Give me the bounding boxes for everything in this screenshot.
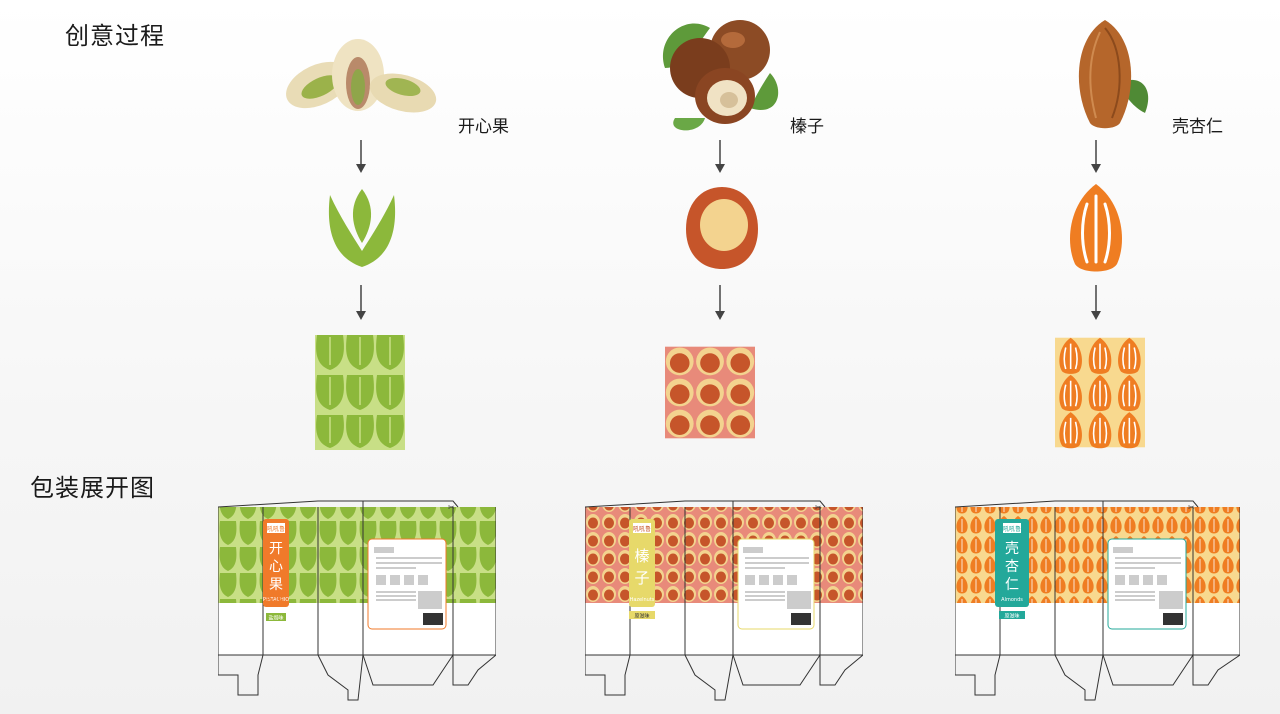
arrow-down-icon xyxy=(356,140,366,173)
svg-text:开: 开 xyxy=(269,541,283,557)
almond-photo xyxy=(1078,20,1149,129)
arrow-down-icon xyxy=(715,285,725,320)
heading-creative-process: 创意过程 xyxy=(65,22,165,50)
arrow-down-icon xyxy=(1091,285,1101,320)
svg-text:榛: 榛 xyxy=(634,547,649,565)
pistachio-pattern-tile xyxy=(315,335,405,450)
almond-pattern-tile xyxy=(1055,336,1145,450)
svg-text:心: 心 xyxy=(269,559,283,575)
svg-text:原滋味: 原滋味 xyxy=(1004,613,1019,620)
pistachio-motif-icon xyxy=(328,189,396,267)
arrow-down-icon xyxy=(715,140,725,173)
svg-text:盐焗味: 盐焗味 xyxy=(268,615,283,622)
almond-dieline: 吼吼鲁 壳 杏 仁 Almonds 原滋味 ✂ xyxy=(955,500,1240,701)
svg-text:原滋味: 原滋味 xyxy=(634,613,649,620)
hazelnut-motif-icon xyxy=(686,187,758,269)
almond-motif-icon xyxy=(1069,184,1123,272)
svg-text:仁: 仁 xyxy=(1005,577,1019,593)
svg-text:Hazelnuts: Hazelnuts xyxy=(630,597,655,603)
scissors-icon: ✂ xyxy=(448,503,455,512)
svg-text:✂: ✂ xyxy=(1188,503,1195,512)
svg-text:杏: 杏 xyxy=(1005,559,1019,575)
hazelnut-pattern-tile xyxy=(665,346,755,439)
hazelnut-photo xyxy=(663,20,779,131)
hazelnut-dieline: 吼吼鲁 榛 子 Hazelnuts 原滋味 ✂ xyxy=(585,500,863,701)
label-hazelnut: 榛子 xyxy=(790,117,824,137)
svg-text:壳: 壳 xyxy=(1005,540,1019,557)
pistachio-dieline: 吼吼鲁 开 心 果 PISTACHIO 盐焗味 ✂ xyxy=(218,500,496,701)
svg-text:果: 果 xyxy=(269,577,283,593)
pistachio-pack-sub: PISTACHIO xyxy=(263,597,289,603)
pistachio-pack-brand: 吼吼鲁 xyxy=(267,525,285,533)
arrow-down-icon xyxy=(356,285,366,320)
svg-text:✂: ✂ xyxy=(815,503,822,512)
svg-text:子: 子 xyxy=(634,569,649,587)
label-pistachio: 开心果 xyxy=(458,117,509,137)
svg-text:Almonds: Almonds xyxy=(1001,597,1023,603)
arrow-down-icon xyxy=(1091,140,1101,173)
label-almond: 壳杏仁 xyxy=(1172,117,1223,137)
pistachio-pack-title: 开心果 xyxy=(265,597,284,604)
svg-text:吼吼鲁: 吼吼鲁 xyxy=(1003,525,1021,533)
heading-dieline: 包装展开图 xyxy=(30,474,155,502)
pistachio-photo xyxy=(286,39,437,113)
svg-text:吼吼鲁: 吼吼鲁 xyxy=(633,525,651,533)
